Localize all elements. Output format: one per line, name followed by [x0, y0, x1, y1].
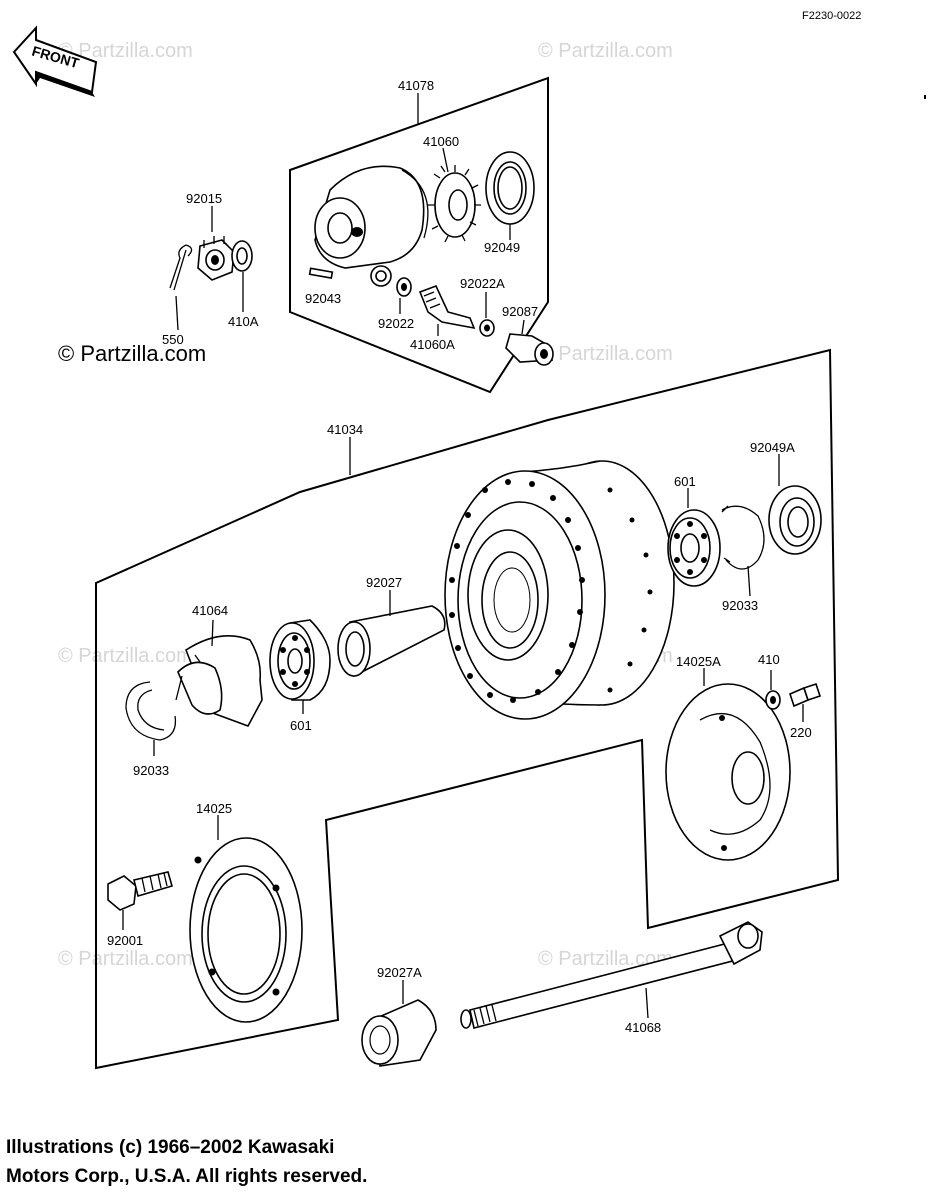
washer-410A — [231, 240, 253, 272]
part-label-601-right: 601 — [674, 474, 696, 489]
part-label-92043: 92043 — [305, 291, 341, 306]
watermark: © Partzilla.com — [538, 343, 673, 365]
leader-line — [645, 987, 649, 1019]
cover-14025A — [665, 683, 791, 861]
part-label-14025A: 14025A — [676, 654, 721, 669]
watermark: © Partzilla.com — [58, 948, 193, 970]
copyright-line: Illustrations (c) 1966–2002 Kawasaki — [6, 1137, 335, 1158]
part-label-41068: 41068 — [625, 1020, 661, 1035]
leader-line — [747, 565, 751, 597]
bushing-92022-ring — [370, 265, 392, 287]
pin-92043 — [308, 267, 334, 279]
washer-92022A — [479, 319, 495, 337]
front-arrow-icon: FRONT — [12, 25, 98, 97]
circlip-92033-left — [125, 681, 177, 741]
watermark: © Partzilla.com — [58, 40, 193, 62]
circlip-inner — [137, 689, 165, 731]
part-label-92022: 92022 — [378, 316, 414, 331]
part-label-220: 220 — [790, 725, 812, 740]
leader-line — [175, 295, 179, 331]
part-label-41034: 41034 — [327, 422, 363, 437]
part-label-41064: 41064 — [192, 603, 228, 618]
part-label-601-left: 601 — [290, 718, 312, 733]
part-label-92022A: 92022A — [460, 276, 505, 291]
leader-line — [442, 147, 449, 173]
collar-92027A — [361, 999, 437, 1067]
watermark: © Partzilla.com — [538, 948, 673, 970]
oil-seal — [485, 151, 535, 225]
part-label-550: 550 — [162, 332, 184, 347]
wheel-hub — [444, 460, 675, 720]
part-label-14025: 14025 — [196, 801, 232, 816]
watermark: © Partzilla.com — [538, 40, 673, 62]
spacer-92027 — [337, 605, 446, 678]
part-label-410A: 410A — [228, 314, 259, 329]
group-outline-41034 — [95, 348, 840, 1070]
part-label-92087: 92087 — [502, 304, 538, 319]
washer-410 — [765, 690, 781, 710]
gear-housing — [314, 165, 429, 269]
circlip-ends — [721, 505, 731, 563]
speedometer-gear — [428, 165, 481, 243]
diagram-code: F2230-0022 — [802, 10, 861, 22]
part-label-92027A: 92027A — [377, 965, 422, 980]
copyright-notice: Illustrations (c) 1966–2002 Kawasaki Mot… — [6, 1133, 367, 1191]
part-label-92001: 92001 — [107, 933, 143, 948]
axle-41068 — [460, 921, 763, 1029]
part-label-92049A: 92049A — [750, 440, 795, 455]
bolt-92001 — [107, 871, 173, 911]
washer-92022 — [396, 277, 412, 297]
oil-seal-92049A — [768, 485, 822, 555]
leader-line — [521, 319, 525, 335]
part-label-92049: 92049 — [484, 240, 520, 255]
speck — [924, 95, 926, 99]
pinion-41060A — [418, 284, 476, 330]
leader-line — [211, 619, 214, 647]
part-label-92033-right: 92033 — [722, 598, 758, 613]
circlip-92033-right — [721, 505, 765, 570]
part-label-92033-left: 92033 — [133, 763, 169, 778]
part-label-41060A: 41060A — [410, 337, 455, 352]
cotter-pin — [169, 244, 193, 291]
bearing-601-right — [667, 509, 721, 587]
part-label-92027: 92027 — [366, 575, 402, 590]
watermark: © Partzilla.com — [58, 645, 193, 667]
watermark-main: © Partzilla.com — [58, 341, 206, 366]
copyright-line: Motors Corp., U.S.A. All rights reserved… — [6, 1166, 368, 1187]
part-label-92015: 92015 — [186, 191, 222, 206]
part-label-410: 410 — [758, 652, 780, 667]
bearing-601-left — [269, 619, 331, 701]
cover-plate-14025 — [189, 837, 303, 1023]
bushing-92087 — [505, 333, 554, 366]
castle-nut — [197, 236, 235, 281]
gear-drive-plate-41064 — [175, 634, 263, 727]
screw-220 — [789, 682, 822, 708]
part-label-41078: 41078 — [398, 78, 434, 93]
part-label-41060: 41060 — [423, 134, 459, 149]
